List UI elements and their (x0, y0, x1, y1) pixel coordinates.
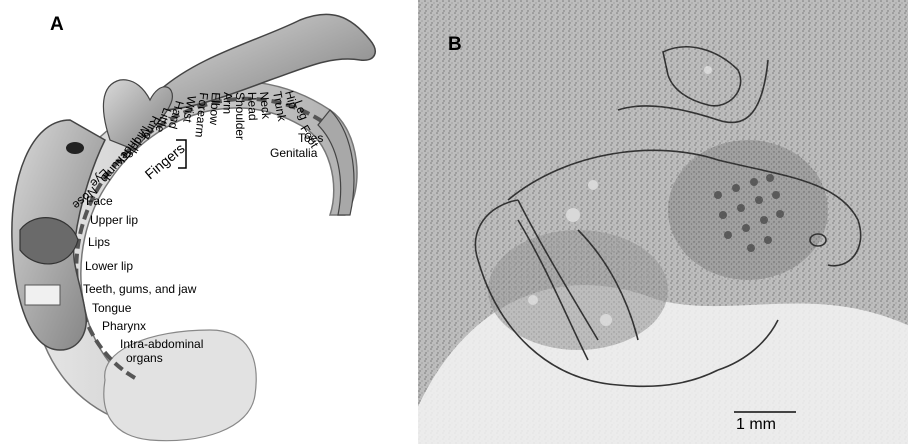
homunculus-illustration: Toes Genitalia Foot Leg Hip Trunk Neck H… (0, 0, 418, 444)
label-teeth: Teeth, gums, and jaw (83, 282, 197, 296)
panel-b-histology: B 1 mm (418, 0, 908, 444)
label-organs: organs (126, 351, 163, 365)
label-fingers: Fingers (142, 140, 188, 182)
barrel-field (668, 140, 828, 280)
panel-b-label: B (448, 34, 462, 56)
label-face: Face (86, 194, 113, 208)
label-tongue: Tongue (92, 301, 132, 315)
label-lips: Lips (88, 235, 110, 249)
label-lower-lip: Lower lip (85, 259, 133, 273)
scale-bar-label: 1 mm (736, 416, 776, 434)
label-upper-lip: Upper lip (90, 213, 138, 227)
label-intra-abdominal: Intra-abdominal (120, 337, 203, 351)
histology-image (418, 0, 908, 444)
panel-a-homunculus: A Toes Genitalia (0, 0, 418, 444)
teeth-icon (25, 285, 60, 305)
eye-icon (66, 142, 84, 154)
panel-a-label: A (50, 14, 64, 36)
label-pharynx: Pharynx (102, 319, 146, 333)
